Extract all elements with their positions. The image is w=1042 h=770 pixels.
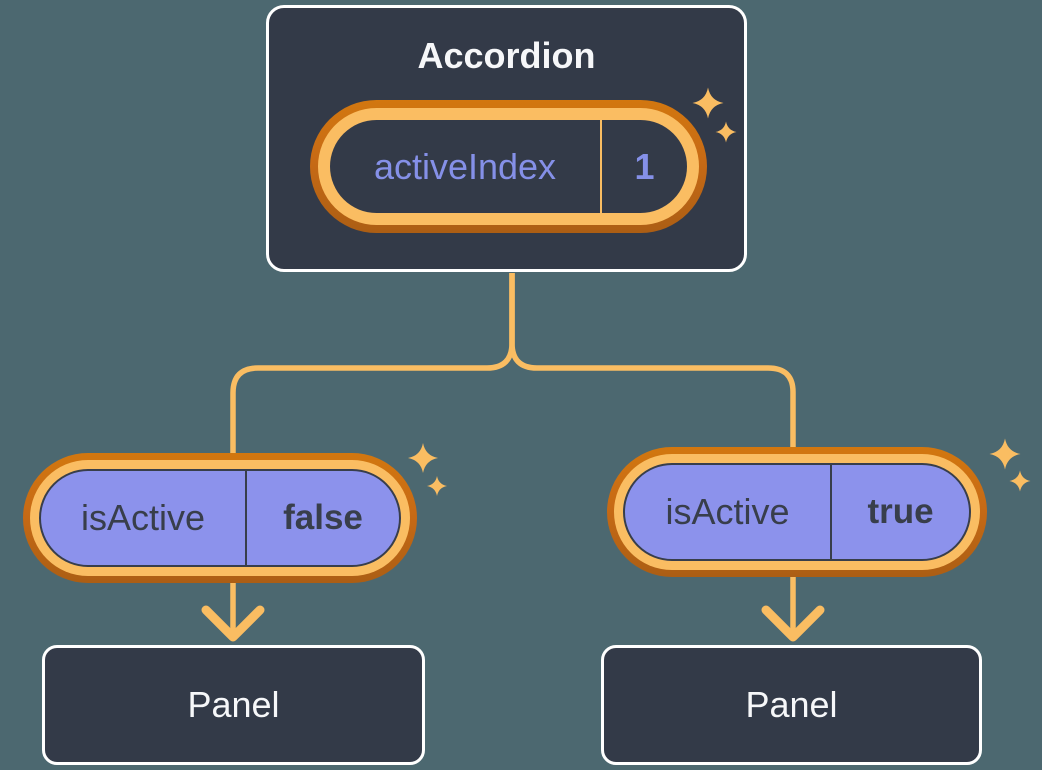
- panel-card-right: Panel: [601, 645, 982, 765]
- state-pill-value: 1: [634, 145, 655, 187]
- sparkle-icon: [427, 476, 447, 496]
- arrow-down-icon: [761, 605, 825, 642]
- sparkle-icon: [1009, 470, 1031, 492]
- state-pill-label: activeIndex: [373, 145, 557, 187]
- prop-pill-ring: isActive true: [614, 454, 980, 570]
- arrow-down-icon: [201, 605, 265, 642]
- state-pill-ring: activeIndex 1: [318, 108, 699, 225]
- sparkle-icon: [989, 438, 1021, 470]
- prop-pill-isactive-true: isActive true: [607, 447, 987, 577]
- panel-card-left: Panel: [42, 645, 425, 765]
- prop-pill-body: isActive false: [39, 469, 401, 567]
- prop-pill-divider: [830, 465, 832, 559]
- accordion-title: Accordion: [417, 35, 596, 76]
- connector-left-line: [230, 273, 515, 454]
- prop-pill-divider: [245, 471, 247, 565]
- prop-pill-value: false: [283, 498, 363, 537]
- prop-pill-body: isActive true: [623, 463, 971, 561]
- prop-pill-value: true: [867, 492, 934, 531]
- state-pill-activeindex: activeIndex 1: [310, 100, 707, 233]
- sparkle-icon: [408, 443, 438, 473]
- connector-right-line: [509, 273, 796, 448]
- prop-pill-label: isActive: [80, 497, 206, 538]
- prop-pill-label: isActive: [665, 491, 790, 532]
- prop-pill-ring: isActive false: [30, 460, 410, 576]
- prop-pill-isactive-false: isActive false: [23, 453, 417, 583]
- state-pill-divider: [600, 120, 602, 213]
- state-pill-body: activeIndex 1: [330, 120, 687, 213]
